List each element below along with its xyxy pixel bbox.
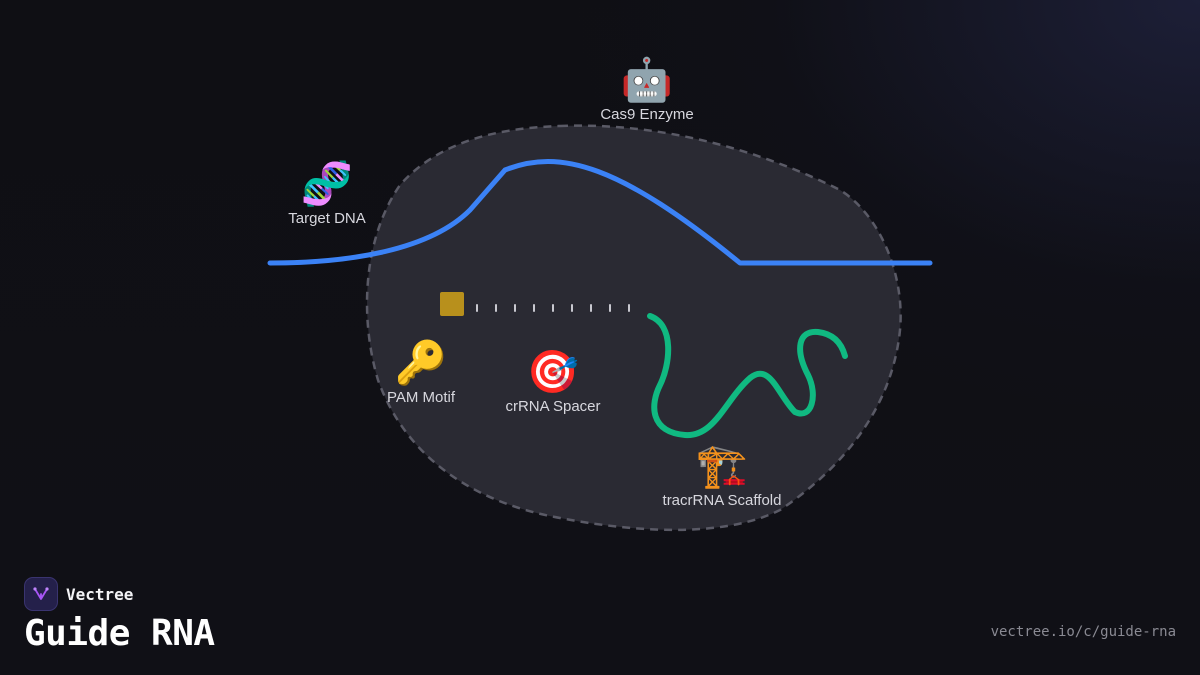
target-dna-label: Target DNA xyxy=(288,210,366,227)
crrna-spacer-node: 🎯 crRNA Spacer xyxy=(505,348,600,415)
tracrrna-scaffold-node: 🏗️ tracrRNA Scaffold xyxy=(663,442,782,509)
brand[interactable]: Vectree xyxy=(24,577,133,611)
pam-motif-node: 🔑 PAM Motif xyxy=(387,339,455,406)
target-dna-node: 🧬 Target DNA xyxy=(288,160,366,227)
key-icon: 🔑 xyxy=(394,339,448,386)
vectree-logo-icon xyxy=(24,577,58,611)
target-dna-strand xyxy=(267,158,933,266)
robot-icon: 🤖 xyxy=(620,56,674,103)
cas9-enzyme-label: Cas9 Enzyme xyxy=(600,106,694,123)
target-icon: 🎯 xyxy=(526,348,580,395)
tracrrna-scaffold-strand xyxy=(647,313,848,439)
cas9-enzyme-node: 🤖 Cas9 Enzyme xyxy=(600,56,693,123)
cas9-enzyme-body xyxy=(365,124,902,532)
tracrrna-scaffold-label: tracrRNA Scaffold xyxy=(662,492,782,509)
dna-icon: 🧬 xyxy=(300,160,354,207)
pam-marker xyxy=(440,292,464,316)
brand-name: Vectree xyxy=(66,584,134,604)
crrna-spacer-label: crRNA Spacer xyxy=(505,398,601,415)
crane-icon: 🏗️ xyxy=(695,442,749,489)
crrna-spacer-ticks xyxy=(476,304,630,312)
page-title: Guide RNA xyxy=(24,613,215,654)
page-url[interactable]: vectree.io/c/guide-rna xyxy=(990,624,1176,640)
pam-motif-label: PAM Motif xyxy=(386,389,456,406)
